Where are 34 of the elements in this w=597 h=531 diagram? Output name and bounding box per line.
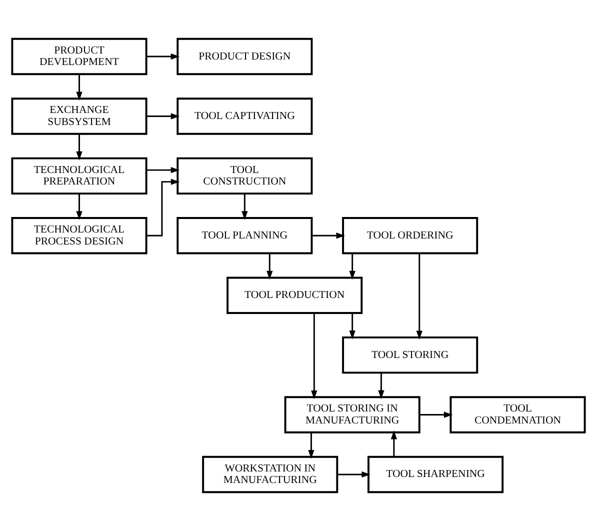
arrow bbox=[349, 254, 356, 280]
node-box: TOOL PRODUCTION bbox=[226, 276, 363, 314]
arrow bbox=[242, 194, 248, 220]
arrow bbox=[146, 178, 180, 236]
node-box: TOOL STORING IN MANUFACTURING bbox=[284, 396, 420, 434]
node-box: TECHNOLOGICAL PROCESS DESIGN bbox=[11, 217, 148, 254]
node-box: TOOL STORING bbox=[342, 336, 478, 374]
node-box: PRODUCT DEVELOPMENT bbox=[11, 38, 148, 76]
arrow bbox=[337, 471, 371, 478]
arrow bbox=[146, 53, 180, 60]
arrow bbox=[349, 313, 356, 340]
arrow bbox=[146, 113, 180, 120]
arrow bbox=[76, 134, 82, 160]
node-box: TOOL SHARPENING bbox=[368, 456, 504, 494]
arrow bbox=[146, 166, 180, 174]
node-box: TOOL CONDEMNATION bbox=[450, 396, 586, 434]
node-box: TOOL CONSTRUCTION bbox=[176, 157, 313, 195]
arrow bbox=[378, 372, 384, 400]
arrow bbox=[266, 254, 273, 280]
arrow bbox=[76, 74, 82, 101]
node-box: TECHNOLOGICAL PREPARATION bbox=[11, 157, 148, 195]
arrow bbox=[312, 232, 346, 239]
node-box: WORKSTATION IN MANUFACTURING bbox=[202, 456, 338, 494]
arrow bbox=[76, 194, 82, 220]
arrow bbox=[311, 312, 318, 400]
node-box: PRODUCT DESIGN bbox=[176, 38, 313, 76]
node-box: TOOL ORDERING bbox=[342, 217, 478, 254]
node-box: TOOL PLANNING bbox=[176, 217, 313, 254]
arrow bbox=[420, 412, 453, 418]
arrow bbox=[416, 253, 422, 340]
arrow bbox=[390, 430, 398, 457]
arrow bbox=[308, 432, 314, 459]
node-box: TOOL CAPTIVATING bbox=[176, 98, 313, 135]
node-box: EXCHANGE SUBSYSTEM bbox=[11, 98, 148, 135]
